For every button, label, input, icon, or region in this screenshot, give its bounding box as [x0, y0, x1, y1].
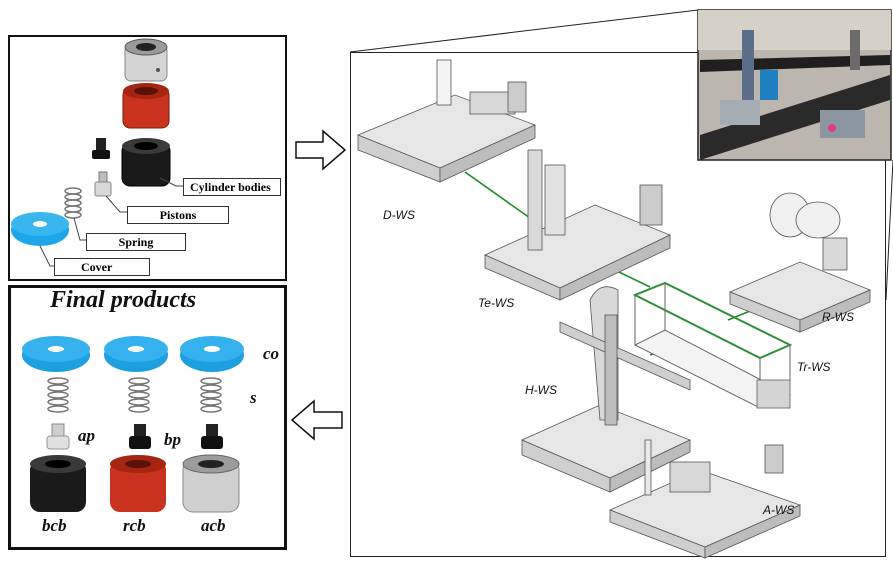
label-d-ws: D-WS: [383, 208, 415, 222]
te-ws-station: [485, 150, 670, 300]
workstation-photo: [698, 10, 891, 160]
label-a-ws: A-WS: [763, 503, 794, 517]
label-r-ws: R-WS: [822, 310, 854, 324]
d-ws-station: [358, 60, 535, 182]
label-te-ws: Te-WS: [478, 296, 514, 310]
label-tr-ws: Tr-WS: [797, 360, 831, 374]
label-h-ws: H-WS: [525, 383, 557, 397]
